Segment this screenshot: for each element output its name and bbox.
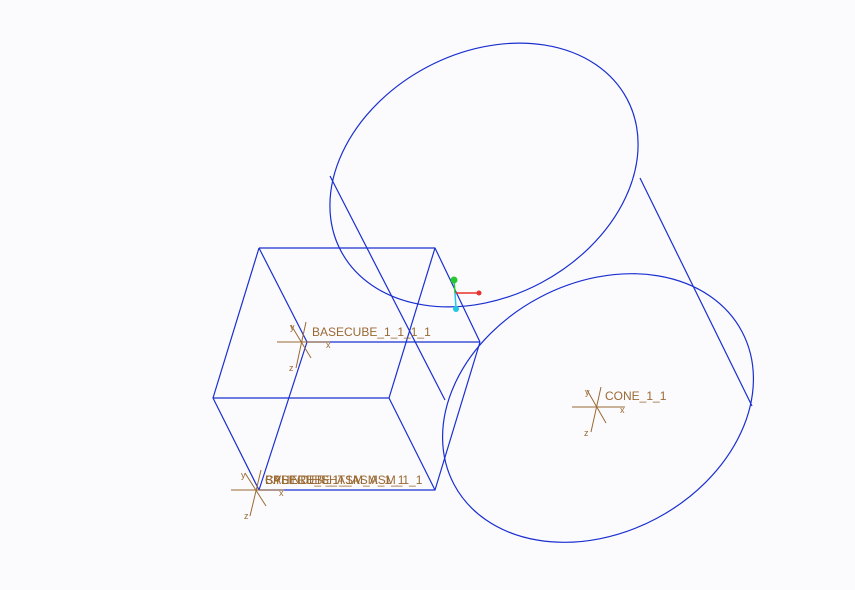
csys-z-axis [249, 469, 262, 517]
coordinate-system-icon [231, 469, 284, 517]
spin-center-triad-icon[interactable] [450, 276, 482, 313]
csys-z-axis [295, 321, 307, 369]
spin-center-x-tip [476, 290, 482, 296]
csys-z-letter: z [584, 428, 589, 438]
spin-center-z-axis [454, 292, 457, 309]
csys-x-letter: x [620, 405, 625, 415]
csys-x-letter: x [326, 340, 331, 350]
cone-silhouette-edge-left[interactable] [329, 175, 446, 401]
coordinate-system-icon [572, 386, 625, 433]
csys-z-letter: z [244, 511, 249, 521]
assembly-csys-label-3: SPHERE_SHT_ASM_1_1 [265, 473, 405, 487]
cube-edge-rear-right[interactable] [434, 341, 481, 491]
csys-assembly[interactable]: y x z CYLINDER_1_1 BASECUBE_ASM_ASM_1_1 … [231, 469, 423, 521]
csys-x-letter: x [279, 488, 284, 498]
csys-y-letter: y [241, 470, 246, 480]
csys-y-letter: y [290, 322, 295, 332]
basecube-csys-label: BASECUBE_1_1_1_1 [312, 325, 431, 339]
cube-back-face-edges[interactable] [212, 247, 436, 491]
spin-center-z-tip [453, 306, 459, 312]
csys-z-axis [590, 386, 602, 433]
csys-cone[interactable]: y x z CONE_1_1 [572, 386, 667, 438]
cone-bottom-circle-edge[interactable] [395, 221, 800, 590]
csys-y-axis [244, 472, 267, 507]
assembly-csys-label-1: CYLINDER_1_1 [265, 473, 353, 487]
csys-y-letter: y [585, 387, 590, 397]
cone-silhouette-edge-right[interactable] [639, 177, 753, 407]
csys-z-letter: z [289, 363, 294, 373]
cube-edge-vertical-right[interactable] [388, 247, 436, 399]
cone-top-circle-edge[interactable] [284, 0, 685, 359]
cone-csys-label: CONE_1_1 [605, 389, 667, 403]
csys-basecube[interactable]: y x z BASECUBE_1_1_1_1 [277, 321, 431, 373]
assembly-csys-label-2: BASECUBE_ASM_ASM_1_1 [265, 473, 423, 487]
csys-y-axis [290, 324, 312, 359]
coordinate-system-icon [277, 321, 330, 369]
cone-feature[interactable] [284, 0, 801, 590]
cube-edge-vertical-left[interactable] [258, 247, 308, 343]
spin-center-y-tip [450, 276, 458, 284]
cube-feature[interactable] [212, 247, 481, 491]
cube-edge-rear-left[interactable] [258, 341, 308, 491]
